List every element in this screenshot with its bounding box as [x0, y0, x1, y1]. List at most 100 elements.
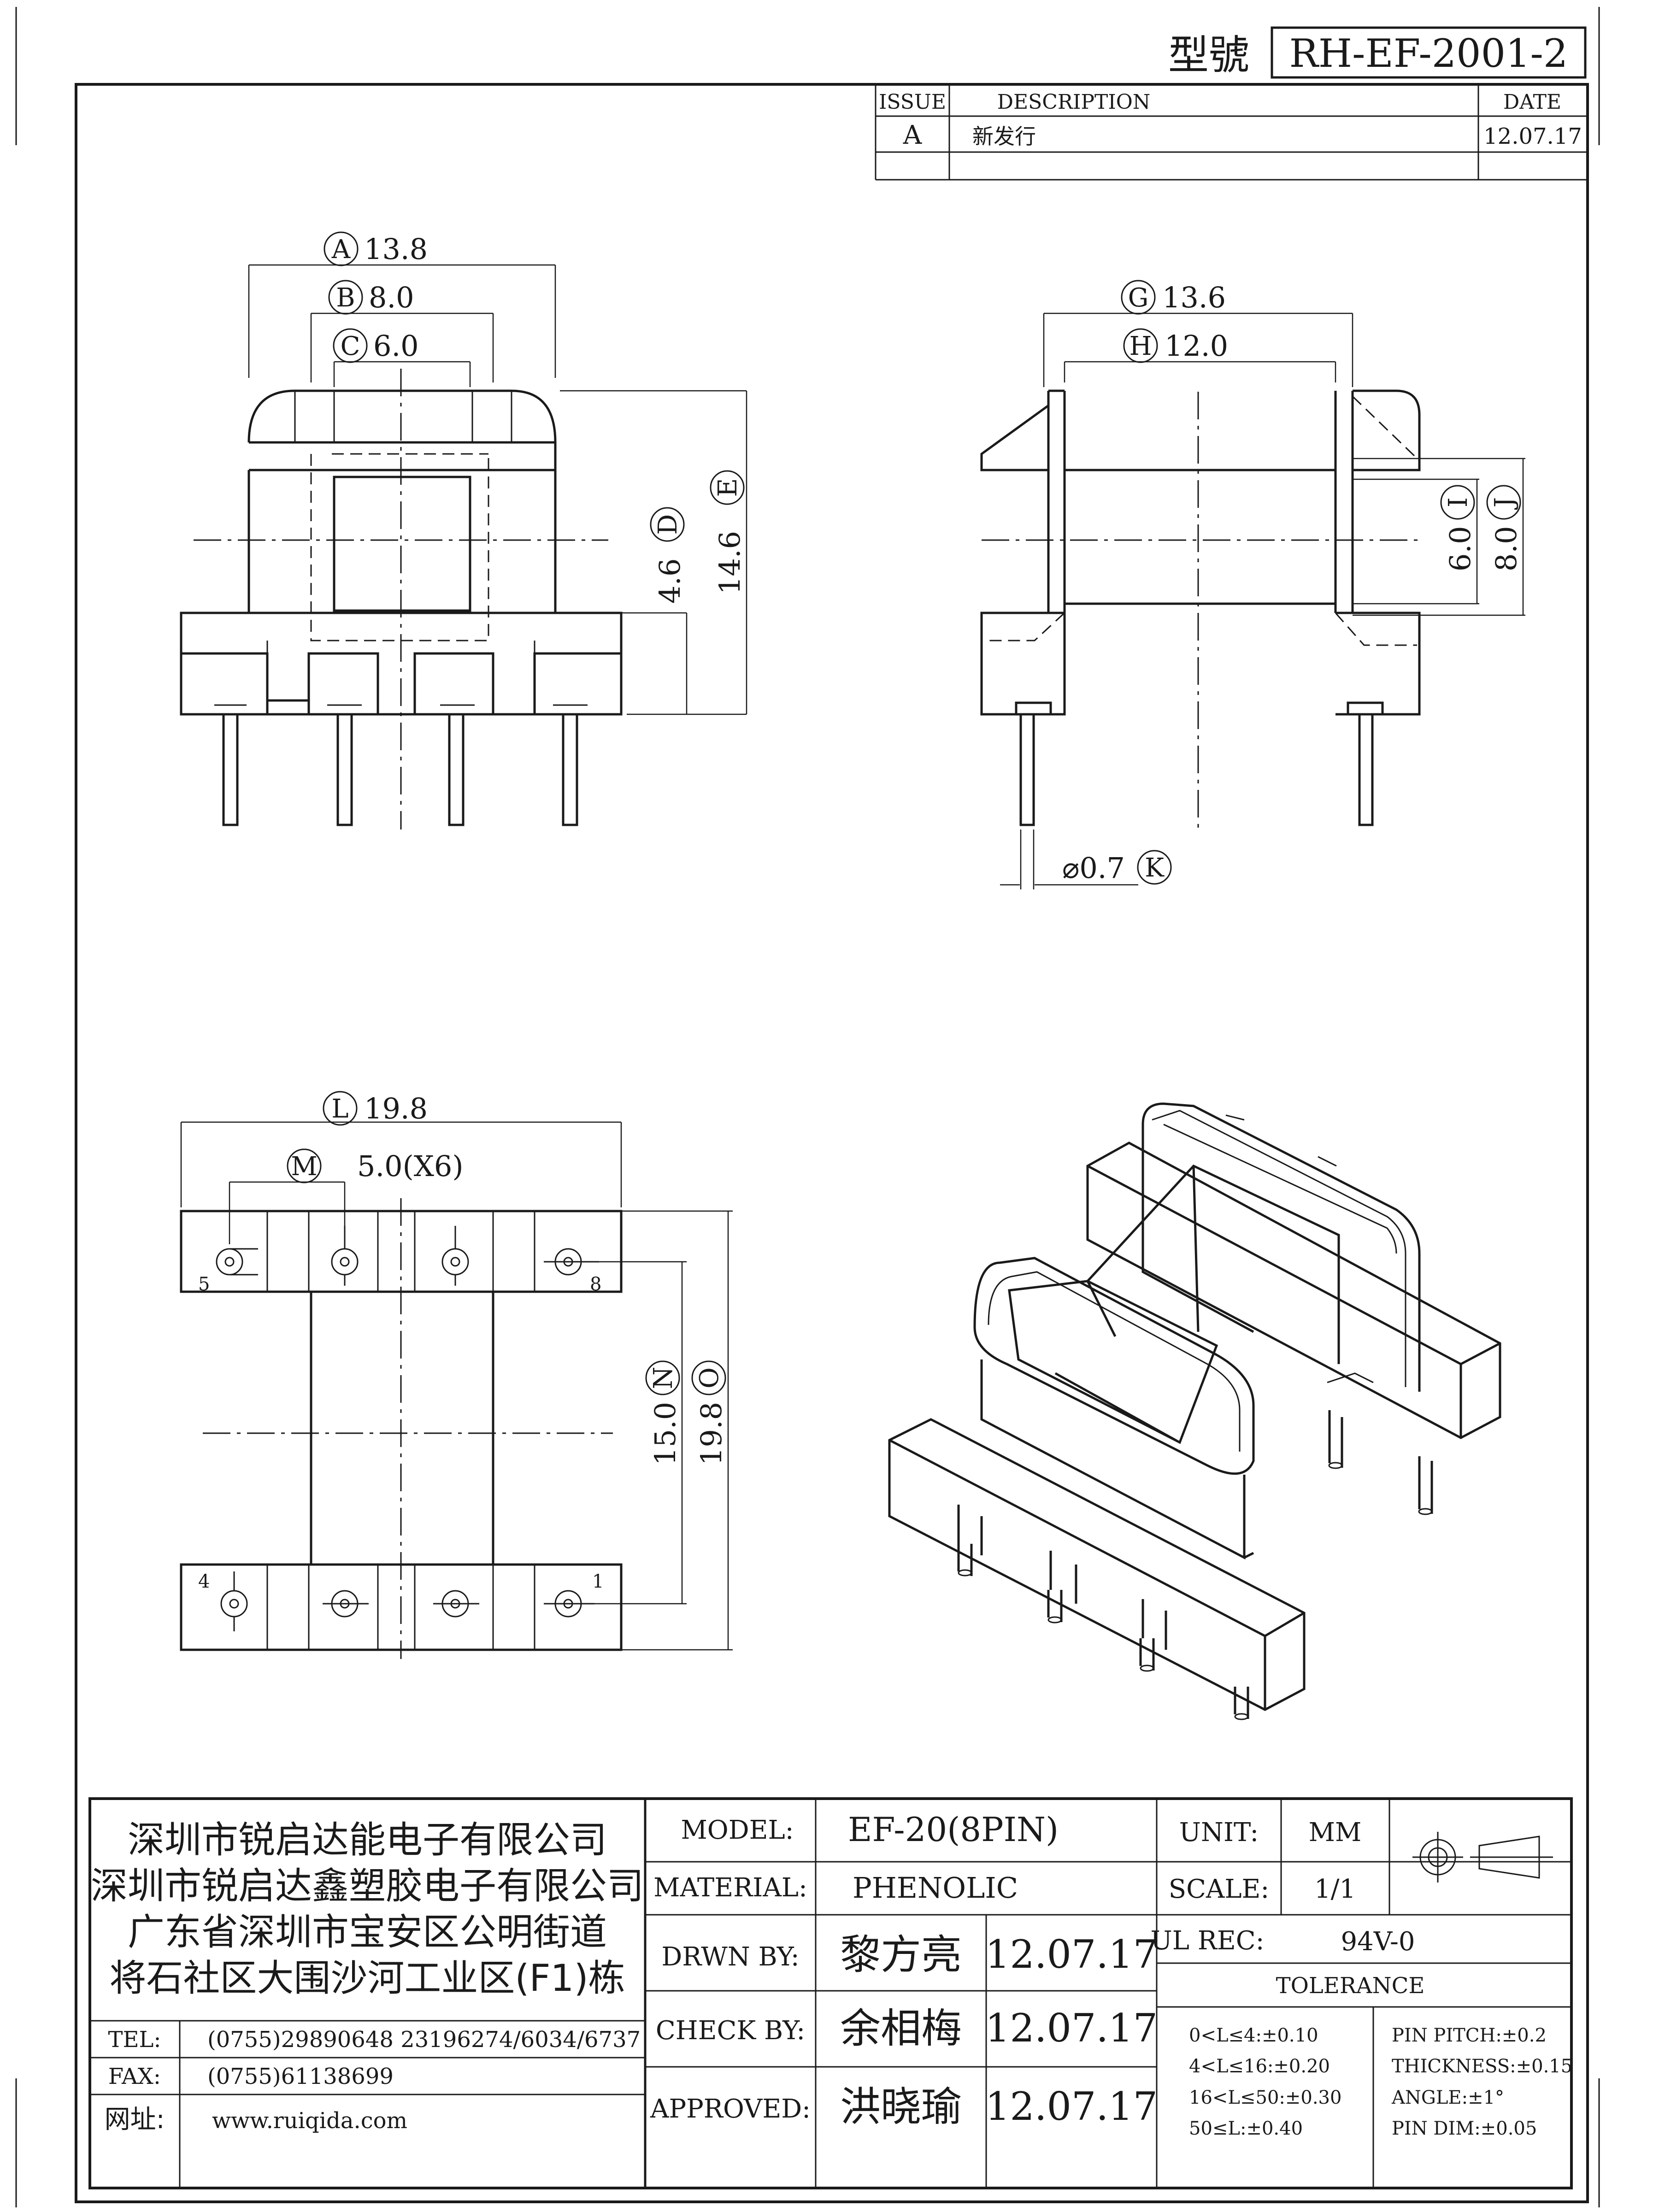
rev-description-a: 新发行	[972, 124, 1036, 149]
company-line-2: 深圳市锐启达鑫塑胶电子有限公司	[91, 1865, 644, 1907]
company-line-4: 将石社区大围沙河工业区(F1)栋	[109, 1957, 625, 2000]
front-view	[180, 264, 747, 830]
dim-c-marker	[333, 328, 368, 363]
side-view	[980, 312, 1525, 889]
dim-k-letter: K	[1145, 853, 1165, 883]
drawn-by-date: 12.07.17	[985, 1932, 1158, 1977]
dim-n-marker	[645, 1360, 680, 1395]
tolerance-right-2: THICKNESS:±0.15	[1392, 2056, 1572, 2077]
dim-j-marker	[1486, 485, 1521, 520]
dim-i-marker	[1440, 485, 1475, 520]
drawn-by-label: DRWN BY:	[661, 1942, 799, 1972]
dim-i-value: 6.0	[1443, 526, 1477, 571]
tolerance-left-1: 0<L≤4:±0.10	[1189, 2025, 1318, 2046]
bottom-view-dims: L 19.8 M 5.0(X6) N 15.0 O 19.8 5 8 4 1	[198, 1091, 728, 1592]
dim-a-value: 13.8	[364, 232, 428, 266]
ul-rec-value: 94V-0	[1341, 1927, 1415, 1957]
sheet-border	[75, 83, 1589, 2203]
model-field-value: EF-20(8PIN)	[848, 1810, 1059, 1849]
scale-label: SCALE:	[1169, 1874, 1270, 1904]
fax-label: FAX:	[108, 2064, 161, 2089]
unit-value: MM	[1309, 1818, 1362, 1847]
dim-o-letter: O	[694, 1367, 724, 1388]
pin-label-1: 1	[592, 1571, 604, 1592]
dim-k-marker	[1137, 850, 1172, 885]
tolerance-left-4: 50≤L:±0.40	[1189, 2118, 1303, 2139]
dim-d-marker	[650, 507, 685, 542]
projection-symbol-icon	[1412, 1832, 1553, 1883]
unit-label: UNIT:	[1179, 1818, 1259, 1847]
scale-value: 1/1	[1314, 1874, 1356, 1904]
dim-o-value: 19.8	[694, 1402, 728, 1465]
rev-date-a: 12.07.17	[1483, 124, 1582, 149]
dim-e-value: 14.6	[713, 531, 747, 594]
dim-c-value: 6.0	[373, 329, 419, 363]
rev-col-date: DATE	[1503, 90, 1561, 114]
dim-j-letter: J	[1489, 497, 1519, 510]
side-view-dims: G 13.6 H 12.0 I 6.0 J 8.0 ⌀0.7 K	[1062, 280, 1523, 885]
check-by-label: CHECK BY:	[656, 2016, 805, 2046]
fax-value: (0755)61138699	[207, 2064, 394, 2089]
dim-o-marker	[691, 1360, 726, 1395]
title-block: 深圳市锐启达能电子有限公司 深圳市锐启达鑫塑胶电子有限公司 广东省深圳市宝安区公…	[88, 1797, 1573, 2189]
tel-label: TEL:	[108, 2027, 161, 2053]
pin-label-4: 4	[198, 1571, 210, 1592]
web-label: 网址:	[105, 2105, 165, 2135]
dim-g-letter: G	[1128, 283, 1149, 313]
dim-h-marker	[1123, 328, 1158, 363]
pin-label-5: 5	[198, 1274, 210, 1295]
dim-h-value: 12.0	[1165, 329, 1228, 363]
dim-i-letter: I	[1443, 497, 1473, 507]
check-by-name: 余相梅	[840, 2005, 962, 2052]
rev-col-description: DESCRIPTION	[997, 90, 1151, 114]
dim-l-value: 19.8	[364, 1092, 428, 1125]
model-header-label: 型號	[1168, 31, 1249, 79]
material-field-label: MATERIAL:	[653, 1873, 807, 1903]
tel-value: (0755)29890648 23196274/6034/6737	[207, 2027, 641, 2053]
dim-h-letter: H	[1130, 331, 1152, 361]
dim-a-letter: A	[331, 235, 351, 265]
bottom-view	[180, 1121, 733, 1659]
dim-m-marker	[287, 1148, 322, 1183]
dim-n-value: 15.0	[648, 1402, 682, 1465]
approved-by-name: 洪晓瑜	[840, 2083, 962, 2130]
dim-n-letter: N	[648, 1367, 678, 1389]
tolerance-right-4: PIN DIM:±0.05	[1392, 2118, 1537, 2139]
dim-l-marker	[323, 1091, 358, 1126]
rev-issue-a: A	[903, 120, 922, 150]
dim-m-value: 5.0(X6)	[357, 1149, 464, 1183]
front-view-dims: A 13.8 B 8.0 C 6.0 D 4.6 E 14.6	[324, 231, 747, 604]
dim-b-letter: B	[336, 283, 355, 313]
dim-e-marker	[710, 470, 745, 505]
model-number: RH-EF-2001-2	[1289, 31, 1568, 76]
drawn-by-name: 黎方亮	[840, 1931, 962, 1978]
dim-e-letter: E	[713, 478, 743, 497]
tolerance-left-2: 4<L≤16:±0.20	[1189, 2056, 1330, 2077]
dim-m-letter: M	[291, 1152, 317, 1182]
approved-by-date: 12.07.17	[985, 2084, 1158, 2129]
tolerance-title: TOLERANCE	[1276, 1973, 1425, 1999]
dim-g-value: 13.6	[1162, 281, 1226, 314]
check-by-date: 12.07.17	[985, 2006, 1158, 2051]
dim-j-value: 8.0	[1489, 526, 1523, 571]
material-field-value: PHENOLIC	[853, 1871, 1018, 1905]
dim-d-letter: D	[653, 514, 683, 535]
model-field-label: MODEL:	[681, 1815, 794, 1845]
company-line-3: 广东省深圳市宝安区公明街道	[128, 1911, 607, 1953]
isometric-view	[888, 1102, 1501, 1720]
web-value: www.ruiqida.com	[212, 2108, 407, 2134]
rev-col-issue: ISSUE	[879, 90, 946, 114]
dim-g-marker	[1121, 280, 1156, 315]
company-line-1: 深圳市锐启达能电子有限公司	[128, 1818, 607, 1861]
pin-label-8: 8	[590, 1274, 601, 1295]
approved-by-label: APPROVED:	[650, 2094, 811, 2124]
dim-a-marker	[324, 231, 359, 266]
tolerance-left-3: 16<L≤50:±0.30	[1189, 2087, 1341, 2108]
dim-c-letter: C	[341, 331, 360, 361]
corner-marks	[15, 7, 1600, 2207]
revision-table: ISSUE DESCRIPTION DATE A 新发行 12.07.17	[875, 84, 1588, 181]
dim-k-value: ⌀0.7	[1062, 851, 1125, 885]
dim-b-marker	[328, 280, 363, 315]
model-header: 型號 RH-EF-2001-2	[1168, 26, 1587, 79]
